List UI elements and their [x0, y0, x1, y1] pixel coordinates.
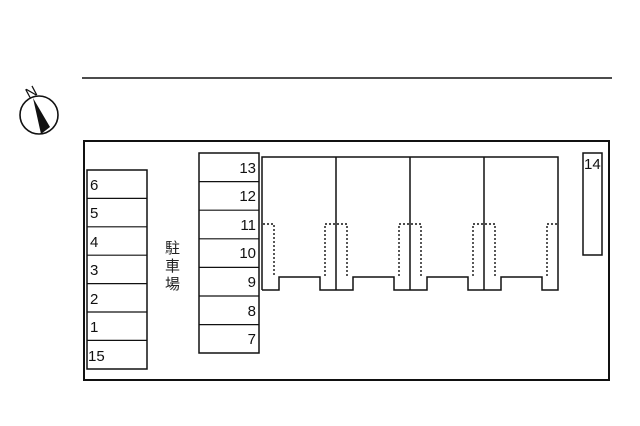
- parking-space-15: 15: [88, 348, 105, 365]
- parking-area-label: 駐 車 場: [165, 239, 180, 293]
- building-dotted-outlines: [263, 223, 557, 276]
- parking-space-2: 2: [90, 291, 98, 308]
- parking-space-8: 8: [248, 303, 256, 320]
- parking-left: 6 5 4 3 2 1 15: [86, 169, 148, 370]
- parking-label-char-1: 駐: [165, 239, 180, 257]
- parking-label-char-2: 車: [165, 257, 180, 275]
- building: [261, 156, 559, 291]
- parking-space-12: 12: [239, 188, 256, 205]
- site-boundary: [83, 140, 610, 381]
- parking-label-char-3: 場: [165, 275, 180, 293]
- parking-space-10: 10: [239, 245, 256, 262]
- parking-middle: 13 12 11 10 9 8 7: [198, 152, 260, 354]
- parking-space-4: 4: [90, 234, 98, 251]
- north-arrow-icon: N: [19, 83, 59, 135]
- parking-space-9: 9: [248, 274, 256, 291]
- parking-space-1: 1: [90, 319, 98, 336]
- parking-space-6: 6: [90, 177, 98, 194]
- parking-space-3: 3: [90, 262, 98, 279]
- parking-right: 14: [582, 152, 603, 256]
- parking-space-11: 11: [240, 217, 256, 234]
- parking-space-7: 7: [248, 331, 256, 348]
- parking-space-13: 13: [239, 160, 256, 177]
- parking-space-14: 14: [584, 156, 601, 173]
- parking-space-5: 5: [90, 205, 98, 222]
